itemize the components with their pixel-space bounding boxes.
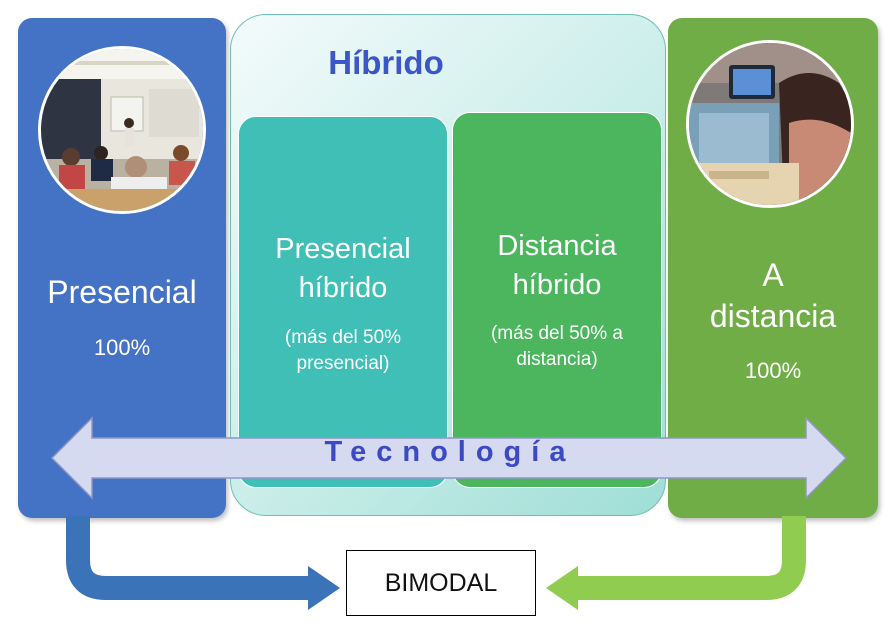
distancia-hibrido-note-line2: distancia) xyxy=(516,349,598,370)
distancia-hibrido-note-line1: (más del 50% a xyxy=(490,323,623,344)
tecnologia-label: Tecnología xyxy=(324,436,576,468)
presencial-title: Presencial xyxy=(47,274,197,310)
presencial-percent: 100% xyxy=(93,335,151,360)
distancia-hibrido-title-line2: híbrido xyxy=(512,269,602,301)
hibrido-title: Híbrido xyxy=(328,44,444,81)
presencial-hibrido-note-line1: (más del 50% xyxy=(284,327,402,348)
presencial-hibrido-box xyxy=(238,116,448,488)
presencial-hibrido-note-line2: presencial) xyxy=(296,353,390,374)
distancia-hibrido-title-line1: Distancia xyxy=(497,230,617,262)
a-distancia-title-line1: A xyxy=(762,257,784,293)
a-distancia-percent: 100% xyxy=(744,358,802,383)
presencial-hibrido-title-line2: híbrido xyxy=(298,272,388,304)
bimodal-box: BIMODAL xyxy=(346,550,536,616)
bimodal-label: BIMODAL xyxy=(384,568,498,597)
distancia-hibrido-box xyxy=(452,112,662,488)
a-distancia-title-line2: distancia xyxy=(709,298,837,334)
presencial-hibrido-title-line1: Presencial xyxy=(275,233,411,265)
student-tablet-photo-icon xyxy=(686,40,854,208)
